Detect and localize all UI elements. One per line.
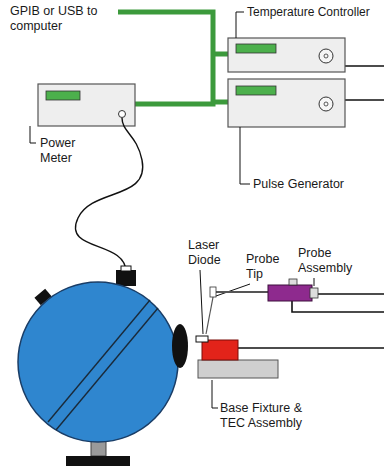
callout-label: Probe Assembly (298, 246, 372, 276)
probe-clamp (210, 287, 216, 297)
base-plate (198, 360, 278, 378)
bus-line (213, 52, 228, 57)
cable (345, 99, 384, 101)
display (236, 86, 276, 95)
baffle (48, 300, 150, 422)
baffle (56, 308, 158, 430)
leader-line (216, 284, 250, 296)
display (46, 91, 80, 100)
probe-knob (289, 279, 297, 285)
callout-label: Laser Diode (188, 238, 234, 268)
knob (324, 102, 328, 106)
cable (292, 300, 384, 312)
knob (319, 97, 333, 111)
callout-label: Base Fixture & TEC Assembly (220, 401, 330, 431)
fiber-port (119, 111, 126, 118)
cable (345, 65, 384, 67)
probe-tip (206, 292, 214, 334)
temperature-controller (228, 38, 345, 72)
callout-label: Pulse Generator (253, 177, 373, 192)
leader-line (240, 127, 250, 184)
knob (319, 49, 333, 63)
leader-line (200, 270, 203, 334)
pulse-generator (228, 79, 345, 127)
leader-line (212, 380, 218, 408)
instrument-box (228, 38, 345, 72)
sphere-body (18, 282, 178, 442)
leader-line (30, 126, 36, 143)
integrating-sphere (18, 266, 188, 442)
optical-fiber (75, 118, 142, 272)
callout-label: Power Meter (40, 136, 90, 166)
probe-body (268, 285, 312, 301)
probe-knob (310, 288, 318, 298)
leader-line (236, 12, 244, 38)
laser-diode (196, 336, 208, 342)
callout-label: Temperature Controller (247, 5, 381, 20)
callout-label: Probe Tip (246, 252, 290, 282)
probe-arm (214, 291, 268, 293)
knob (324, 54, 328, 58)
instrument-box (228, 79, 345, 127)
probe-assembly (206, 279, 318, 334)
fiber-port (121, 266, 131, 271)
tec-fixture (202, 340, 238, 360)
cable (238, 347, 384, 349)
base-fixture (196, 336, 278, 378)
cable (318, 293, 384, 295)
display (236, 44, 276, 53)
callout-label: GPIB or USB to computer (10, 4, 110, 34)
instrument-box (38, 84, 135, 126)
leader-line (314, 278, 315, 286)
bus-line (213, 100, 228, 105)
fiber-port (116, 270, 136, 286)
power-meter (38, 84, 135, 126)
stand-base (66, 456, 130, 466)
input-port (172, 324, 188, 368)
